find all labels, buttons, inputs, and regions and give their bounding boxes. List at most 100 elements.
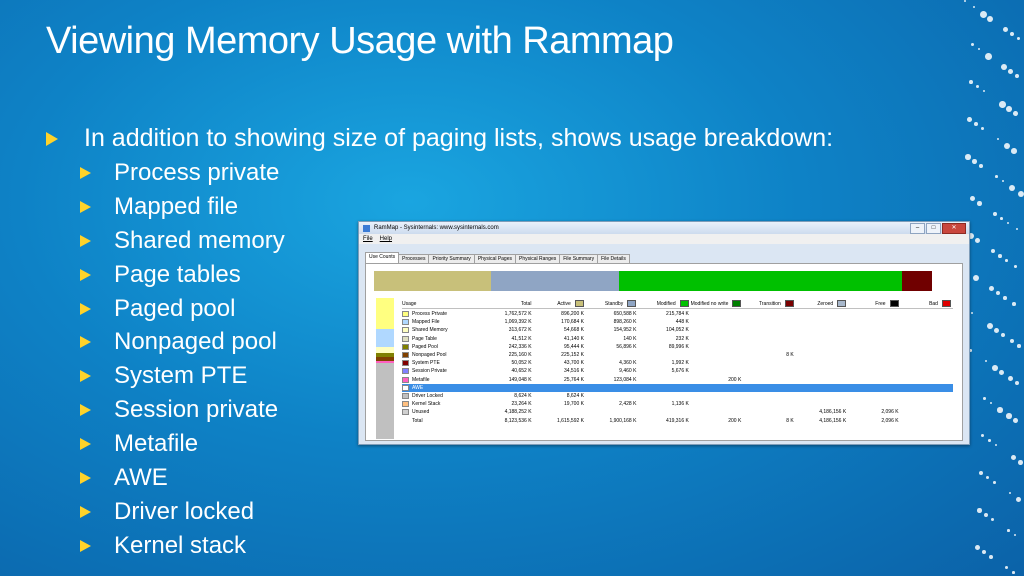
decorative-dot xyxy=(988,439,991,442)
minimize-button[interactable]: – xyxy=(910,223,925,234)
table-cell: 2,428 K xyxy=(619,401,637,408)
decorative-dot xyxy=(1013,111,1018,116)
table-cell: 41,512 K xyxy=(511,335,532,342)
decorative-dot xyxy=(975,238,981,244)
usage-name: Session Private xyxy=(412,368,447,375)
usage-color-swatch xyxy=(402,319,409,326)
decorative-dot xyxy=(989,555,993,559)
table-cell: 215,784 K xyxy=(666,311,689,318)
sub-bullet-text: System PTE xyxy=(114,362,248,390)
column-header[interactable]: Free xyxy=(848,300,900,307)
table-cell: 200 K xyxy=(728,417,742,424)
legend-swatch xyxy=(784,300,794,307)
column-header-label: Zeroed xyxy=(817,300,834,307)
sub-bullet-item: Process private xyxy=(80,156,285,190)
decorative-dot xyxy=(1004,143,1011,150)
decorative-dot xyxy=(991,518,995,522)
bullet-arrow-icon xyxy=(80,505,91,518)
usage-color-swatch xyxy=(402,384,409,391)
decorative-dot xyxy=(964,0,966,2)
usage-name-cell: Driver Locked xyxy=(402,392,481,399)
main-bullet: In addition to showing size of paging li… xyxy=(46,124,833,153)
column-header[interactable]: Modified no write xyxy=(691,300,744,307)
decorative-dot xyxy=(971,312,973,314)
decorative-dot xyxy=(1011,148,1017,154)
decorative-dot xyxy=(1003,296,1007,300)
sub-bullet-text: Driver locked xyxy=(114,497,255,525)
decorative-dot xyxy=(1012,571,1015,574)
column-header[interactable]: Standby xyxy=(586,300,638,307)
decorative-dot xyxy=(985,53,992,60)
sub-bullet-text: AWE xyxy=(114,463,168,491)
column-header[interactable]: Total xyxy=(481,301,533,307)
table-cell: 149,048 K xyxy=(508,376,532,383)
usage-color-swatch xyxy=(402,311,409,318)
decorative-dot xyxy=(1005,259,1008,262)
usage-name: Page Table xyxy=(412,335,437,342)
sub-bullet-text: Process private xyxy=(114,158,280,186)
table-cell: 4,360 K xyxy=(619,360,637,367)
table-cell: 170,684 K xyxy=(561,319,584,326)
decorative-dot xyxy=(1013,418,1018,423)
column-header[interactable]: Modified xyxy=(638,300,690,307)
decorative-dot xyxy=(1007,222,1009,224)
decorative-dot xyxy=(1018,460,1023,465)
decorative-dot xyxy=(989,286,995,292)
decorative-dot xyxy=(1002,180,1004,182)
decorative-dot xyxy=(1006,106,1012,112)
usage-name-cell: Paged Pool xyxy=(402,343,481,350)
decorative-dot xyxy=(1001,64,1007,70)
table-cell: 50,052 K xyxy=(511,360,532,367)
table-cell: 9,460 K xyxy=(619,368,637,375)
table-cell: 650,588 K xyxy=(613,311,637,318)
column-header-label: Bad xyxy=(929,300,938,307)
close-button[interactable]: ✕ xyxy=(942,223,966,234)
sub-bullet-item: Kernel stack xyxy=(80,529,285,563)
column-header[interactable]: Transition xyxy=(743,300,795,307)
column-header[interactable]: Usage xyxy=(402,301,481,307)
decorative-dot xyxy=(1015,381,1020,386)
table-row[interactable]: AWE xyxy=(402,383,953,392)
menu-help[interactable]: Help xyxy=(379,236,393,242)
tab-file-details[interactable]: File Details xyxy=(597,254,630,264)
sub-bullet-text: Mapped file xyxy=(114,192,239,220)
menu-file[interactable]: File xyxy=(363,236,373,242)
table-cell: 898,260 K xyxy=(613,319,637,326)
usage-color-swatch xyxy=(402,327,409,334)
window-titlebar[interactable]: RamMap - Sysinternals: www.sysinternals.… xyxy=(359,222,969,234)
table-cell: 123,084 K xyxy=(613,376,637,383)
table-cell: 448 K xyxy=(675,319,689,326)
decorative-dot xyxy=(999,370,1004,375)
maximize-button[interactable]: □ xyxy=(926,223,941,234)
table-cell: 95,444 K xyxy=(563,343,584,350)
decorative-dot xyxy=(994,328,1000,334)
decorative-dot-pattern xyxy=(954,0,1024,576)
column-header[interactable]: Bad xyxy=(901,300,953,307)
decorative-dot xyxy=(985,360,987,362)
decorative-dot xyxy=(981,127,984,130)
bullet-arrow-icon xyxy=(80,438,91,451)
usage-name: Mapped File xyxy=(412,319,440,326)
decorative-dot xyxy=(995,444,997,446)
bullet-arrow-icon xyxy=(80,471,91,484)
decorative-dot xyxy=(997,407,1003,413)
column-header-label: Standby xyxy=(604,300,624,307)
usage-name-cell: Total xyxy=(402,418,481,424)
column-header[interactable]: Active xyxy=(533,300,585,307)
column-header[interactable]: Zeroed xyxy=(796,300,848,307)
